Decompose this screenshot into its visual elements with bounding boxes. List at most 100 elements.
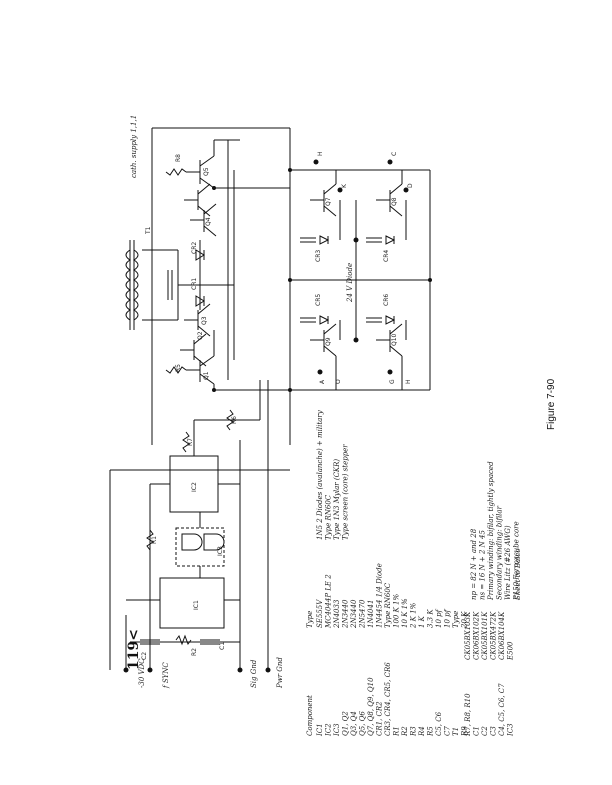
- parts-header-type: Type: [306, 611, 314, 628]
- svg-text:Sig Gnd: Sig Gnd: [250, 659, 258, 688]
- svg-text:C2: C2: [141, 652, 148, 660]
- resistor-r6: [226, 409, 234, 431]
- label-bottom-O: O: [335, 379, 342, 384]
- svg-text:C1: C1: [219, 642, 226, 650]
- label-top-C: C: [391, 152, 398, 156]
- parts-bottom-component: C1: [473, 726, 481, 736]
- svg-text:CR2: CR2: [191, 242, 198, 254]
- parts-row-type: 1N4454 1/4 Diode: [376, 563, 384, 628]
- page-number: 119<: [126, 629, 142, 670]
- label-mid-D: D: [407, 183, 414, 188]
- svg-text:Q7: Q7: [325, 197, 332, 206]
- svg-text:Q3: Q3: [201, 316, 208, 325]
- resistor-r7: [182, 431, 190, 453]
- parts-bottom-component: C3: [490, 726, 498, 736]
- parts-bottom-type: CK05BX472K: [490, 611, 498, 660]
- parts-note: Secondary winding: bifilar: [496, 505, 504, 600]
- svg-text:CR5: CR5: [315, 294, 322, 306]
- svg-text:R5: R5: [175, 364, 182, 372]
- parts-row-type: 10 pf: [435, 608, 443, 628]
- svg-text:R2: R2: [191, 648, 198, 656]
- parts-row-component: IC1: [316, 723, 324, 737]
- label-bottom-H: H: [405, 379, 412, 384]
- parts-row-component: Q7, Q8, Q9, Q10: [367, 677, 375, 736]
- svg-text:Q5: Q5: [203, 167, 210, 176]
- svg-text:IC3: IC3: [217, 546, 224, 556]
- parts-note: Type screen (core) stepper: [342, 444, 350, 540]
- parts-row-type: 2N4033: [333, 599, 341, 629]
- svg-text:R7: R7: [187, 438, 194, 446]
- svg-text:Q2: Q2: [197, 331, 204, 340]
- svg-text:Q1: Q1: [203, 371, 210, 380]
- parts-row-type: 2N3440: [350, 599, 358, 629]
- svg-text:CR6: CR6: [383, 294, 390, 306]
- parts-bottom-type: CK06BX104K: [498, 611, 506, 660]
- parts-row-component: R3: [410, 726, 418, 737]
- parts-row-component: C5, C6: [435, 711, 443, 736]
- ic1-box: [159, 577, 225, 629]
- parts-note: P150 Ferroxcube core: [513, 521, 521, 601]
- parts-row-type: Type: [452, 611, 460, 628]
- parts-row-type: 2N5470: [359, 599, 367, 629]
- parts-row-type: 10 pf: [444, 608, 452, 628]
- parts-row-component: CR1, CR2: [376, 701, 384, 736]
- svg-text:R6: R6: [231, 416, 238, 424]
- label-bottom-A: A: [319, 379, 326, 384]
- parts-note: Primary winding: bifilar, tightly spaced: [487, 461, 495, 601]
- parts-row-type: 1 K: [418, 615, 426, 628]
- resistor-r8: [165, 168, 187, 176]
- parts-note: Sheet to Balco: [514, 548, 522, 600]
- parts-row-type: 2 K 1%: [410, 602, 418, 629]
- parts-bottom-type: CK06BX102K: [473, 611, 481, 660]
- parts-row-component: R4: [418, 726, 426, 737]
- resistor-r5: [165, 366, 187, 374]
- svg-text:IC1: IC1: [193, 600, 200, 610]
- svg-text:R8: R8: [175, 154, 182, 162]
- parts-row-type: 10 K 1%: [401, 598, 409, 628]
- parts-row-type: MC4044P LE 2: [325, 574, 333, 629]
- parts-row-component: Q1, Q2: [342, 711, 350, 736]
- parts-bottom-type: CK05BX101K: [481, 611, 489, 660]
- svg-text:-30 VDC: -30 VDC: [138, 658, 146, 688]
- parts-row-component: T1: [452, 727, 460, 736]
- parts-row-component: R9: [461, 726, 469, 737]
- svg-text:IC2: IC2: [191, 482, 198, 492]
- parts-note: Type 1N3 Mylar (CKR): [333, 459, 341, 540]
- svg-text:Q9: Q9: [325, 337, 332, 346]
- parts-row-component: IC3: [333, 723, 341, 737]
- parts-bottom-component: IC3: [507, 723, 515, 737]
- parts-bottom-component: C2: [481, 726, 489, 736]
- svg-text:CR1: CR1: [191, 278, 198, 290]
- parts-bottom-type: CK05BX103K: [464, 611, 472, 660]
- label-mid-K: K: [341, 183, 348, 188]
- parts-note: Type RN60C: [325, 494, 333, 540]
- figure-caption: Figure 7-90: [546, 378, 557, 430]
- svg-text:Pwr Gnd: Pwr Gnd: [276, 657, 284, 689]
- svg-text:R1: R1: [151, 536, 158, 544]
- resistor-r2: [175, 634, 192, 646]
- parts-row-type: SE555V: [316, 599, 324, 628]
- svg-text:CR3: CR3: [315, 250, 322, 262]
- svg-text:Q8: Q8: [391, 197, 398, 206]
- svg-text:Q10: Q10: [391, 333, 398, 346]
- parts-bottom-component: R7, R8, R10: [464, 693, 472, 737]
- parts-row-component: Q3, Q4: [350, 711, 358, 736]
- parts-row-component: R5: [427, 726, 435, 737]
- parts-row-type: 2N3440: [342, 599, 350, 629]
- parts-note: ns = 16 N + 2 N 45: [479, 530, 487, 600]
- svg-text:T1: T1: [145, 226, 152, 235]
- parts-header-component: Component: [306, 695, 314, 736]
- parts-row-component: C7: [444, 726, 452, 736]
- parts-row-type: Type RN60C: [384, 582, 392, 628]
- parts-bottom-type: E500: [507, 641, 515, 661]
- svg-text:Q4: Q4: [205, 217, 212, 226]
- label-center-note: 24 V Diode: [346, 263, 354, 303]
- parts-row-type: 20 K: [461, 611, 469, 629]
- resistor-r1: [146, 529, 154, 551]
- parts-row-type: 1N4041: [367, 600, 375, 628]
- parts-row-component: CR3, CR4, CR5, CR6: [384, 662, 392, 736]
- parts-row-component: R1: [393, 726, 401, 737]
